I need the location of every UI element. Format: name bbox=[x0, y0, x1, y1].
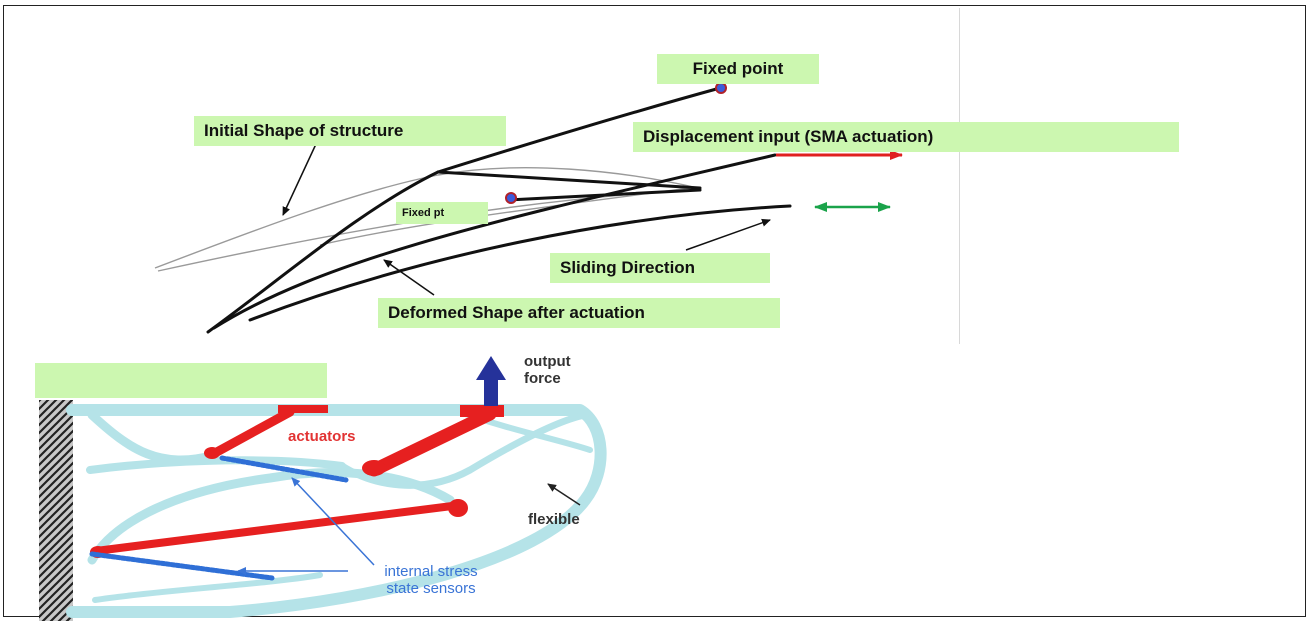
flexible-label: flexible bbox=[528, 511, 580, 528]
output-force-arrow bbox=[476, 356, 506, 406]
actuators-label: actuators bbox=[288, 428, 356, 445]
sliding-direction-pointer bbox=[685, 218, 771, 251]
sensor-lower bbox=[89, 551, 275, 581]
output-force-line2: force bbox=[524, 370, 561, 387]
sensors-line2: state sensors bbox=[386, 580, 476, 597]
actuators bbox=[92, 407, 497, 555]
empty-caption-box bbox=[35, 363, 327, 398]
sensor-upper bbox=[219, 455, 349, 483]
output-force-label: output force bbox=[524, 353, 571, 387]
fixed-point-label: Fixed point bbox=[657, 54, 819, 84]
actuator-upper-left bbox=[210, 407, 295, 458]
initial-shape-pointer bbox=[282, 143, 317, 216]
sensors-line1: internal stress bbox=[384, 563, 478, 580]
output-force-line1: output bbox=[524, 353, 571, 370]
deformed-shape-outline bbox=[206, 86, 792, 334]
sensor-pointer-upper bbox=[291, 477, 375, 566]
flexible-pointer bbox=[547, 483, 581, 506]
figure-frame bbox=[3, 5, 1306, 617]
deformed-shape-pointer bbox=[383, 259, 435, 296]
sensors-label: internal stress state sensors bbox=[352, 563, 510, 597]
deformed-shape-label: Deformed Shape after actuation bbox=[378, 298, 780, 328]
fixed-wall bbox=[39, 400, 73, 621]
initial-shape-label: Initial Shape of structure bbox=[194, 116, 506, 146]
actuator-end-caps bbox=[90, 405, 504, 558]
actuator-upper-right bbox=[367, 407, 497, 477]
fixed-pt-label: Fixed pt bbox=[396, 202, 488, 224]
sliding-direction-label: Sliding Direction bbox=[550, 253, 770, 283]
actuator-lower bbox=[92, 501, 464, 555]
panel-divider bbox=[959, 8, 960, 344]
displacement-input-label: Displacement input (SMA actuation) bbox=[633, 122, 1179, 152]
fixed-pt-marker bbox=[505, 192, 517, 204]
flexible-structure bbox=[66, 404, 607, 618]
